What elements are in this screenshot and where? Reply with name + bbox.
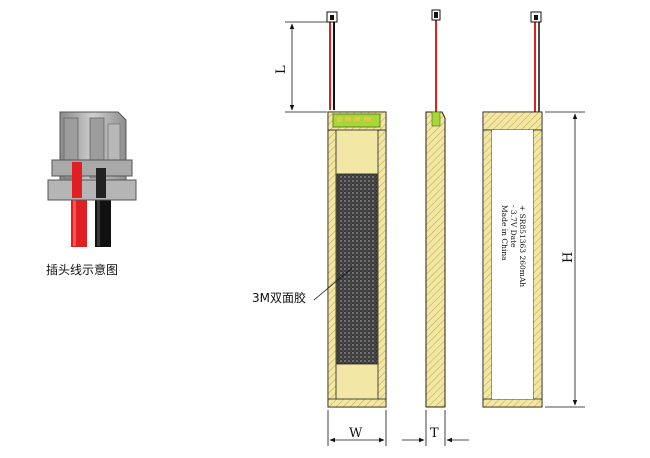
back-view: + SR851363 260mAh - 3.7V Date Made in Ch… xyxy=(482,11,585,408)
battery-label-line1: + SR851363 260mAh xyxy=(518,205,527,287)
adhesive-label: 3M双面胶 xyxy=(252,290,306,305)
battery-label-line3: Made in China xyxy=(500,205,509,261)
front-view: 3M双面胶 L W xyxy=(252,11,387,446)
dim-W: W xyxy=(349,426,363,441)
dim-L: L xyxy=(274,65,289,74)
side-view: T xyxy=(402,9,469,446)
dim-T: T xyxy=(430,426,439,441)
connector-caption: 插头线示意图 xyxy=(46,262,118,277)
dim-H: H xyxy=(561,252,576,263)
battery-label-line2: - 3.7V Date xyxy=(509,205,518,248)
connector-illustration: 插头线示意图 xyxy=(46,111,137,277)
battery-label: + SR851363 260mAh - 3.7V Date Made in Ch… xyxy=(500,205,527,287)
